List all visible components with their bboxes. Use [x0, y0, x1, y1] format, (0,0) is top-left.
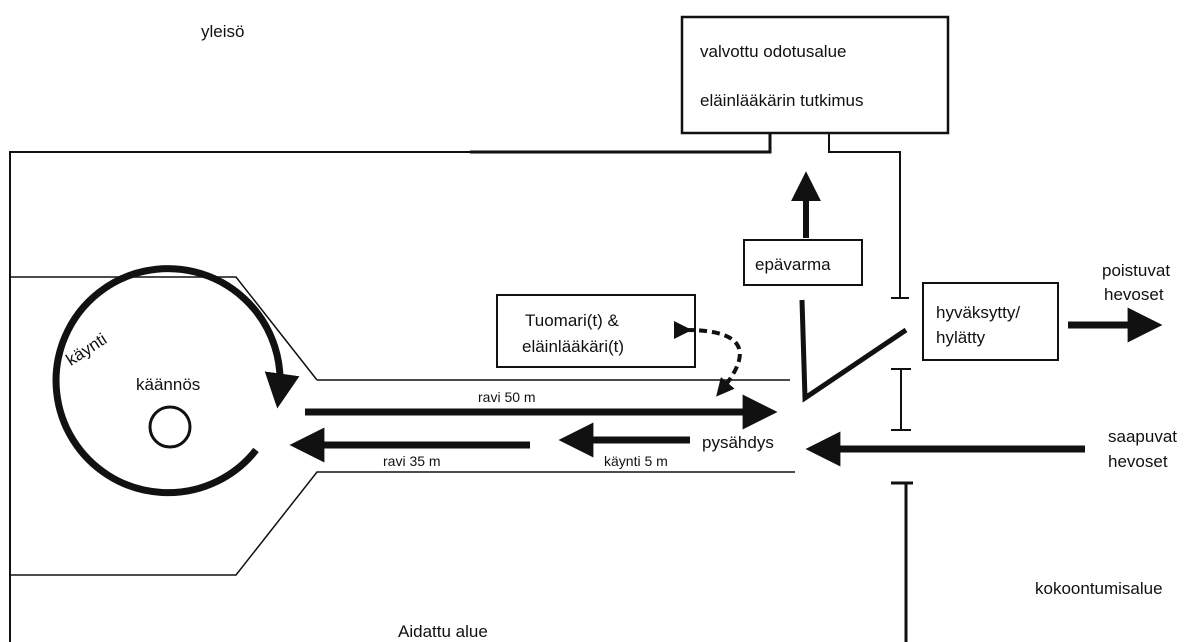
vet-exam-label: eläinlääkärin tutkimus: [700, 91, 863, 110]
fenced-area-boundary: [9, 151, 470, 642]
judges-label-line1: Tuomari(t) &: [525, 311, 619, 330]
turn-center-marker: [148, 405, 192, 449]
fenced-area-top-edge: [470, 133, 772, 154]
arriving-label-line2: hevoset: [1108, 452, 1168, 471]
waiting-area-label: valvottu odotusalue: [700, 42, 847, 61]
exam-area-right-wall: [828, 133, 901, 298]
leaving-label-line1: poistuvat: [1102, 261, 1170, 280]
decision-branch: [799, 299, 908, 403]
judges-box: [496, 294, 696, 368]
trot-35-label: ravi 35 m: [383, 453, 441, 469]
judges-label-line2: eläinlääkäri(t): [522, 337, 624, 356]
stop-label: pysähdys: [702, 433, 774, 452]
uncertain-box: [743, 239, 863, 286]
turn-label: käännös: [136, 375, 200, 394]
result-label-line2: hylätty: [936, 328, 986, 347]
waiting-area-box: [680, 15, 950, 135]
result-box: [922, 282, 1059, 361]
leaving-label-line2: hevoset: [1104, 285, 1164, 304]
audience-label: yleisö: [201, 22, 244, 41]
arriving-label-line1: saapuvat: [1108, 427, 1177, 446]
walk-turn-label: käynti: [63, 329, 111, 369]
walk-5-label: käynti 5 m: [604, 453, 668, 469]
walk-turn-circle-arrow: [52, 265, 300, 497]
judges-dashed-arrow: [673, 320, 742, 397]
result-label-line1: hyväksytty/: [936, 303, 1020, 322]
uncertain-label: epävarma: [755, 255, 831, 274]
trot-50-label: ravi 50 m: [478, 389, 536, 405]
gathering-area-label: kokoontumisalue: [1035, 579, 1163, 598]
fenced-area-label: Aidattu alue: [398, 622, 488, 641]
